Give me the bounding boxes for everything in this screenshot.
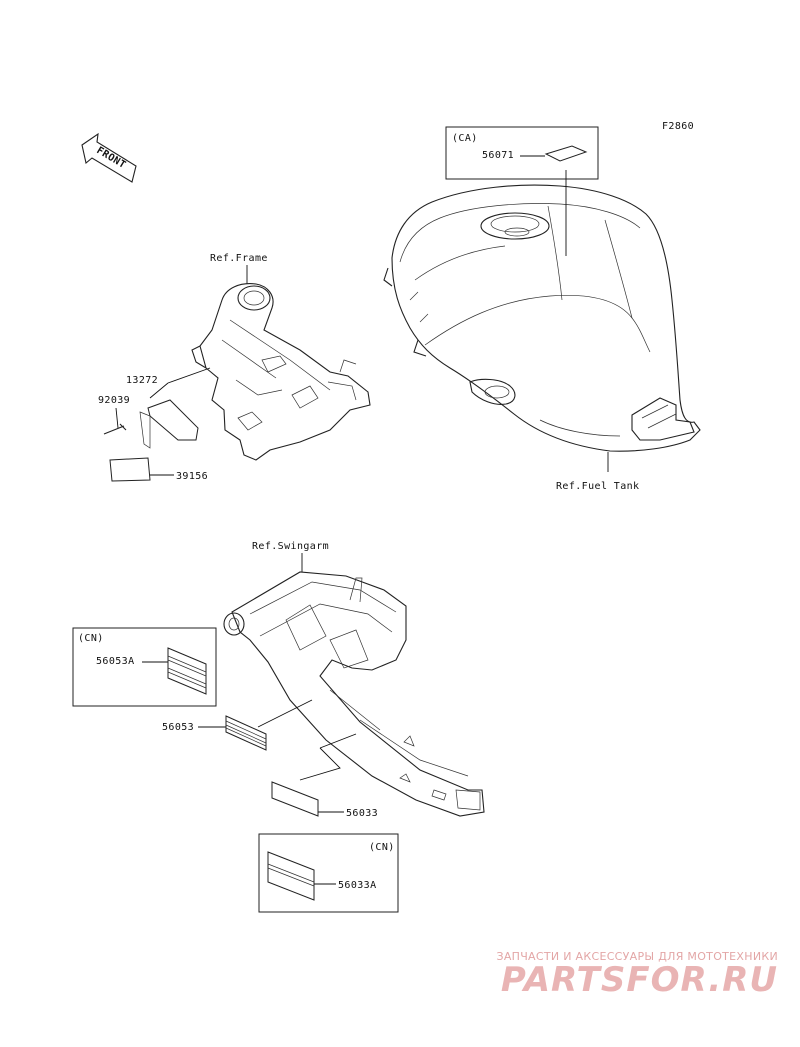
ca-code: (CA) bbox=[452, 133, 478, 144]
screw-92039-icon bbox=[103, 423, 127, 435]
watermark-logo: PARTSFOR.RU bbox=[500, 960, 778, 1000]
ref-frame-label: Ref.Frame bbox=[210, 253, 268, 264]
bracket-13272-shape bbox=[147, 399, 199, 441]
label-39156-shape bbox=[109, 457, 151, 482]
ref-swingarm-label: Ref.Swingarm bbox=[252, 541, 329, 552]
label-56071-shape bbox=[544, 145, 588, 162]
ref-fuel-tank-label: Ref.Fuel Tank bbox=[556, 481, 639, 492]
watermark-tagline: ЗАПЧАСТИ И АКСЕССУАРЫ ДЛЯ МОТОТЕХНИКИ bbox=[496, 950, 778, 963]
front-arrow-icon: FRONT bbox=[81, 132, 137, 183]
watermark: ЗАПЧАСТИ И АКСЕССУАРЫ ДЛЯ МОТОТЕХНИКИ PA… bbox=[496, 950, 778, 997]
label-56053-shape bbox=[225, 715, 267, 751]
cn-box-top bbox=[72, 627, 217, 707]
cn-box-bottom bbox=[258, 833, 399, 913]
front-label: FRONT bbox=[94, 145, 127, 171]
part-56053: 56053 bbox=[162, 722, 194, 733]
part-13272: 13272 bbox=[126, 375, 158, 386]
label-56053A-shape bbox=[167, 647, 207, 695]
cn-code-bottom: (CN) bbox=[369, 842, 395, 853]
label-56033A-shape bbox=[267, 851, 315, 901]
frame-drawing bbox=[191, 283, 371, 461]
swingarm-drawing bbox=[223, 571, 485, 817]
label-56033-shape bbox=[271, 781, 319, 817]
part-92039: 92039 bbox=[98, 395, 130, 406]
part-56053A: 56053A bbox=[96, 656, 135, 667]
part-39156: 39156 bbox=[176, 471, 208, 482]
cn-code-top: (CN) bbox=[78, 633, 104, 644]
fuel-tank-drawing bbox=[383, 184, 701, 452]
part-56033A: 56033A bbox=[338, 880, 377, 891]
part-56071: 56071 bbox=[482, 150, 514, 161]
part-56033: 56033 bbox=[346, 808, 378, 819]
ca-box bbox=[445, 126, 599, 180]
figure-code: F2860 bbox=[662, 121, 694, 132]
